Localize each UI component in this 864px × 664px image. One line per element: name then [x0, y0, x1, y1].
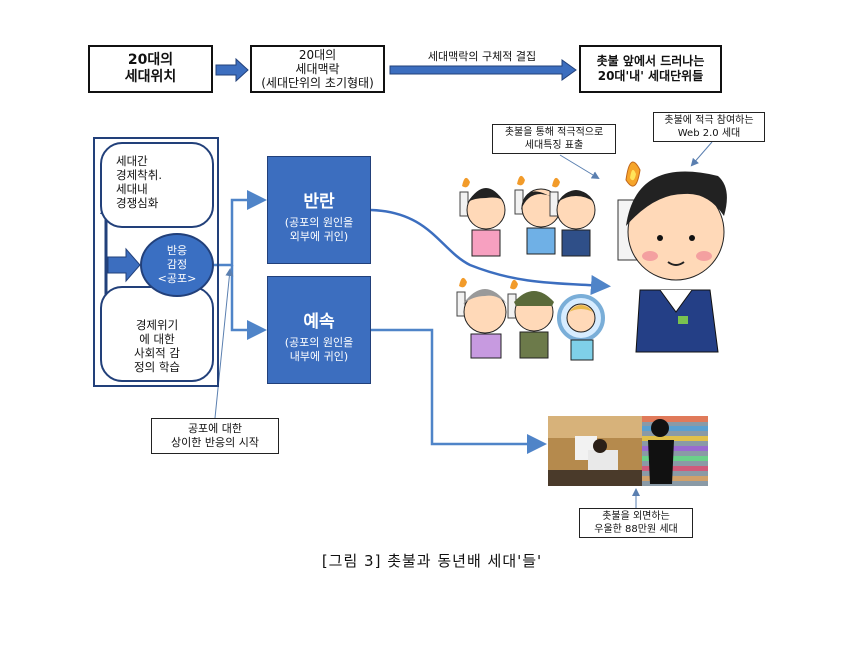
economic-exploitation-box: 세대간 경제착취. 세대내 경쟁심화	[100, 142, 214, 228]
rebellion-title: 반란	[303, 192, 335, 212]
character-group-image	[456, 175, 605, 361]
fear-emotion-oval: 반응 감정 <공포>	[140, 233, 214, 297]
rebel-curve-arrow	[370, 208, 611, 296]
economic-crisis-learning-box: 경제위기 에 대한 사회적 감 정의 학습	[100, 286, 214, 382]
submission-title: 예속	[303, 312, 335, 332]
rebellion-box: 반란 (공포의 원인을 외부에 귀인)	[267, 156, 371, 264]
branch-to-submit	[230, 265, 267, 340]
block-arrow-1	[215, 57, 249, 83]
flow-arrow-label: 세대맥락의 구체적 결집	[427, 50, 537, 63]
block-arrow-oval	[107, 247, 141, 283]
gloomy-generation-image	[548, 416, 708, 486]
left-panel-frame	[93, 137, 219, 387]
branch-to-rebel	[214, 190, 267, 267]
submission-box: 예속 (공포의 원인을 내부에 귀인)	[267, 276, 371, 384]
figure-caption: [그림 3] 촛불과 동년배 세대'들'	[321, 552, 543, 570]
web20-character-image	[617, 161, 727, 353]
submit-elbow-arrow	[371, 328, 547, 454]
block-arrow-2	[389, 59, 577, 81]
